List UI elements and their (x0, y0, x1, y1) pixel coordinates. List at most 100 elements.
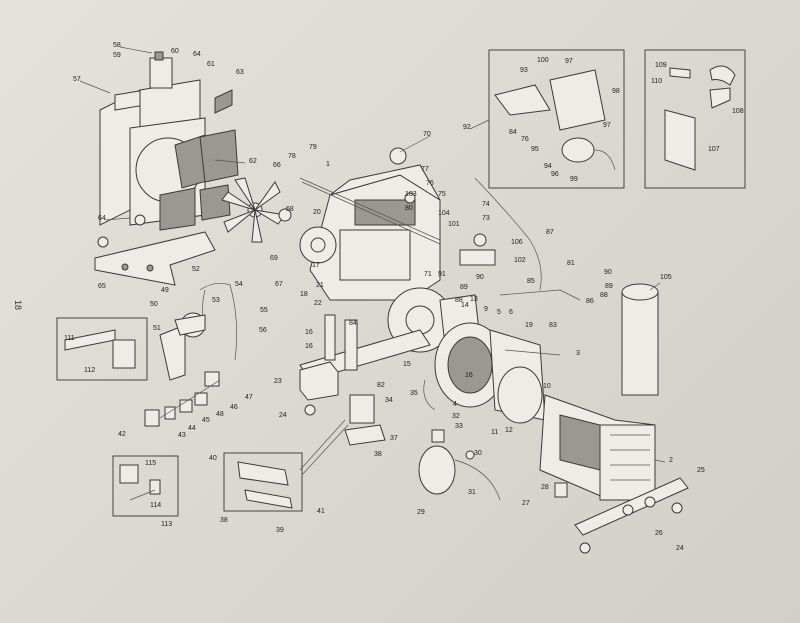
part-number-label: 62 (249, 158, 257, 165)
part-number-label: 69 (270, 255, 278, 262)
part-number-label: 76 (426, 180, 434, 187)
part-number-label: 105 (660, 274, 672, 281)
radiator-mount-bracket (94, 231, 216, 286)
part-number-label: 3 (576, 350, 580, 357)
part-number-label: 92 (463, 124, 471, 131)
part-number-label: 103 (405, 191, 417, 198)
part-number-label: 51 (153, 325, 161, 332)
part-number-label: 114 (150, 502, 161, 509)
leader-lines (79, 46, 666, 463)
part-number-label: 13 (470, 296, 478, 303)
part-number-label: 65 (98, 283, 106, 290)
generator-housing (434, 322, 546, 424)
part-number-label: 78 (288, 153, 296, 160)
part-number-label: 21 (316, 282, 324, 289)
part-number-label: 89 (460, 284, 468, 291)
part-number-label: 64 (98, 215, 106, 222)
part-number-label: 48 (216, 411, 224, 418)
part-number-label: 64 (193, 51, 201, 58)
part-number-label: 18 (300, 291, 308, 298)
inset-mount-clamp (223, 419, 349, 512)
part-number-label: 60 (171, 48, 179, 55)
part-number-label: 54 (235, 281, 243, 288)
part-number-label: 97 (603, 122, 611, 129)
exhaust-bracket (499, 289, 581, 301)
part-number-label: 93 (520, 67, 528, 74)
part-number-label: 31 (468, 489, 476, 496)
part-number-label: 15 (403, 361, 411, 368)
part-number-label: 37 (390, 435, 398, 442)
engine-block (299, 147, 496, 301)
part-number-label: 108 (732, 108, 744, 115)
part-number-label: 11 (491, 429, 498, 436)
part-number-label: 104 (438, 210, 450, 217)
part-number-label: 27 (522, 500, 530, 507)
part-number-label: 30 (474, 450, 482, 457)
part-number-label: 20 (313, 209, 321, 216)
part-number-label: 90 (476, 274, 484, 281)
part-number-label: 76 (521, 136, 529, 143)
part-number-label: 38 (374, 451, 382, 458)
part-number-label: 16 (465, 372, 473, 379)
part-number-label: 83 (549, 322, 557, 329)
part-number-label: 107 (708, 146, 720, 153)
part-number-label: 43 (178, 432, 186, 439)
part-number-label: 88 (455, 297, 463, 304)
part-number-label: 101 (448, 221, 460, 228)
part-number-label: 113 (161, 521, 172, 528)
part-number-label: 55 (260, 307, 268, 314)
part-number-label: 46 (230, 404, 238, 411)
part-number-label: 47 (245, 394, 253, 401)
part-number-label: 68 (286, 206, 294, 213)
belt-drive (159, 283, 238, 381)
part-number-label: 19 (525, 322, 533, 329)
part-number-label: 1 (326, 161, 330, 168)
cooling-fan (221, 177, 292, 243)
part-number-label: 38 (220, 517, 228, 524)
part-number-label: 89 (605, 283, 613, 290)
part-number-label: 74 (482, 201, 490, 208)
part-number-label: 87 (546, 229, 554, 236)
part-number-label: 102 (514, 257, 526, 264)
part-number-label: 84 (509, 129, 517, 136)
part-number-label: 63 (236, 69, 244, 76)
part-number-label: 40 (209, 455, 217, 462)
part-number-label: 84 (349, 320, 357, 327)
heat-exchanger (539, 394, 656, 501)
part-number-label: 22 (314, 300, 322, 307)
part-number-label: 44 (188, 425, 196, 432)
part-number-label: 106 (511, 239, 523, 246)
part-number-label: 115 (145, 460, 156, 467)
part-number-label: 91 (438, 271, 446, 278)
part-number-label: 66 (273, 162, 281, 169)
part-number-label: 14 (461, 302, 469, 309)
part-number-label: 88 (600, 292, 608, 299)
part-number-label: 109 (655, 62, 667, 69)
part-number-label: 70 (423, 131, 431, 138)
radiator-assembly (97, 51, 239, 248)
part-number-label: 59 (113, 52, 121, 59)
inset-control-module (56, 317, 148, 381)
part-number-label: 17 (312, 262, 320, 269)
part-number-label: 12 (505, 427, 513, 434)
inset-bracket-parts (644, 49, 746, 189)
exhaust-pipe (474, 177, 542, 291)
part-number-label: 28 (541, 484, 549, 491)
part-number-label: 58 (113, 42, 121, 49)
part-number-label: 82 (377, 382, 385, 389)
part-number-label: 85 (527, 278, 535, 285)
part-number-label: 96 (551, 171, 559, 178)
part-number-label: 111 (64, 335, 75, 342)
part-number-label: 16 (305, 329, 313, 336)
part-number-label: 5 (497, 309, 501, 316)
part-number-label: 25 (697, 467, 705, 474)
part-number-label: 45 (202, 417, 210, 424)
part-number-label: 86 (586, 298, 594, 305)
part-number-label: 2 (669, 457, 673, 464)
part-number-label: 16 (305, 343, 313, 350)
part-number-label: 6 (509, 309, 513, 316)
part-number-label: 79 (309, 144, 317, 151)
part-number-label: 10 (543, 383, 551, 390)
